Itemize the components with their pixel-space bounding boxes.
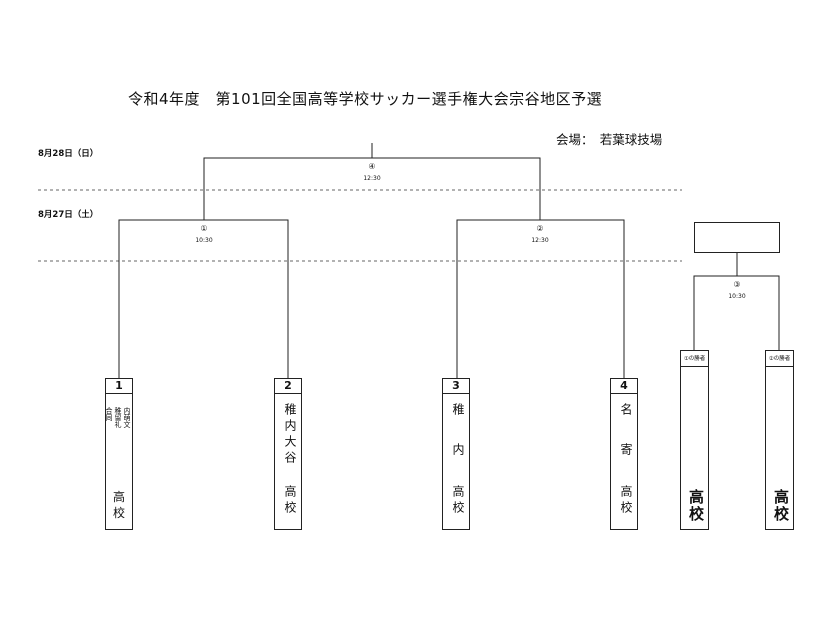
team2-koko: 高校	[283, 485, 297, 517]
team1-col2: 稚留礼	[113, 407, 122, 428]
team4-koko: 高校	[619, 485, 633, 517]
match2-bracket	[456, 219, 625, 378]
match3-number: ③	[733, 280, 741, 289]
seed2-koko: 高校	[772, 489, 790, 523]
match3-winner-box	[694, 222, 780, 253]
match2-time: 12:30	[531, 237, 549, 244]
match2-number: ②	[536, 224, 544, 233]
team1-koko: 高	[112, 490, 125, 504]
final-bracket	[203, 157, 541, 220]
team1-col2-text: 稚留礼	[114, 407, 122, 428]
team2-number: 2	[275, 379, 301, 394]
date-day2: 8月28日（日）	[38, 149, 99, 159]
match1-bracket	[118, 219, 289, 378]
team3-number: 3	[443, 379, 469, 394]
seed1-label: ①の勝者	[681, 351, 708, 367]
team3-box: 3 稚内 高校	[442, 378, 470, 530]
team3-name: 稚内	[451, 403, 465, 483]
team1-col3: 合同	[104, 407, 113, 421]
team1-col3-text: 合同	[105, 407, 113, 421]
team4-number: 4	[611, 379, 637, 394]
team2-name: 稚内大谷	[283, 403, 297, 467]
match1-number: ①	[200, 224, 208, 233]
team1-col1: 内萌文	[122, 407, 131, 428]
team1-number: 1	[106, 379, 132, 394]
seed2-label: ②の勝者	[766, 351, 793, 367]
team2-box: 2 稚内大谷 高校	[274, 378, 302, 530]
team1-kou: 校	[112, 506, 125, 520]
match3-bracket	[693, 275, 780, 350]
date-day1: 8月27日（土）	[38, 210, 99, 220]
match4-time: 12:30	[363, 175, 381, 182]
team1-col1-text: 内萌文	[123, 407, 131, 428]
seed1-box: ①の勝者 高校	[680, 350, 709, 530]
venue-label: 会場： 若葉球技場	[556, 132, 663, 147]
team4-name: 名寄	[619, 403, 633, 483]
match1-time: 10:30	[195, 237, 213, 244]
match4-number: ④	[368, 162, 376, 171]
team4-box: 4 名寄 高校	[610, 378, 638, 530]
match3-time: 10:30	[728, 293, 746, 300]
team3-koko: 高校	[451, 485, 465, 517]
team1-box: 1 内萌文 稚留礼 合同 高 校	[105, 378, 133, 530]
seed1-koko: 高校	[687, 489, 705, 523]
page-title: 令和4年度 第101回全国高等学校サッカー選手権大会宗谷地区予選	[128, 90, 603, 108]
seed2-box: ②の勝者 高校	[765, 350, 794, 530]
